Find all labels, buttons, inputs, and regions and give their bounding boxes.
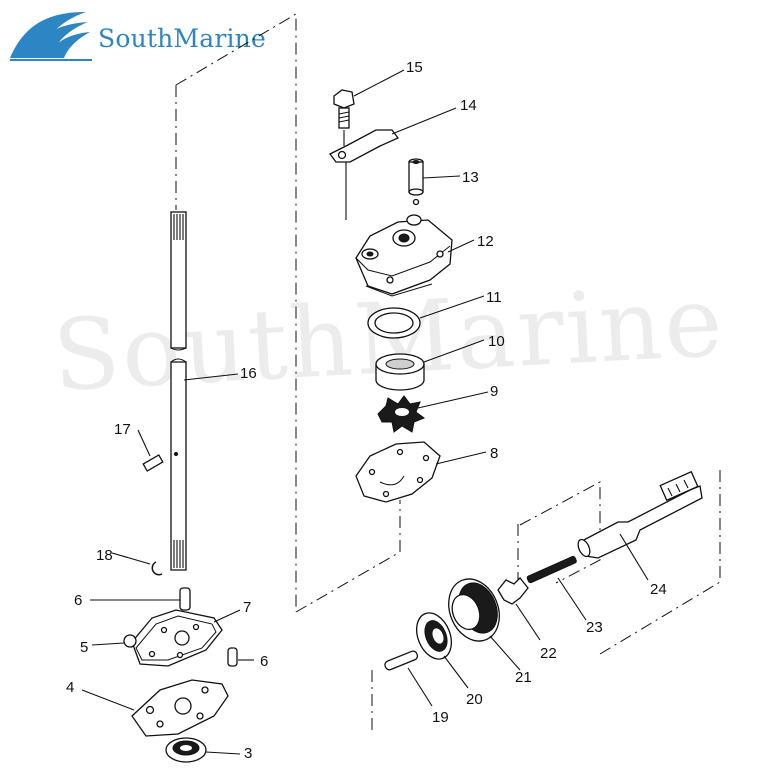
callout-14: 14: [460, 97, 477, 114]
callout-24: 24: [650, 581, 667, 598]
part-22-clutch: [497, 577, 541, 641]
part-8-wear-plate: [355, 441, 487, 503]
callout-23: 23: [586, 619, 603, 636]
wave-logo-icon: [10, 12, 92, 61]
callout-15: 15: [406, 59, 423, 76]
part-20-bearing: [416, 612, 469, 689]
part-23-spring: [526, 555, 587, 621]
callout-13: 13: [462, 169, 479, 186]
callout-6-lower: 6: [260, 653, 268, 670]
callout-10: 10: [488, 333, 505, 350]
callout-17: 17: [114, 421, 131, 438]
callout-9: 9: [490, 383, 498, 400]
part-19-pin: [384, 650, 433, 707]
part-11-o-ring: [367, 295, 485, 339]
part-16-drive-shaft: [170, 211, 239, 571]
part-13-tube: [408, 158, 461, 206]
callout-6-upper: 6: [74, 592, 82, 609]
part-21-gear: [448, 578, 521, 671]
part-4-gasket: [81, 679, 229, 737]
part-5-ball: [91, 634, 137, 648]
part-7-plate: [131, 609, 241, 667]
callout-22: 22: [540, 645, 557, 662]
part-3-bearing: [165, 737, 241, 763]
callout-3: 3: [244, 745, 252, 762]
callout-20: 20: [466, 691, 483, 708]
brand-name: SouthMarine: [98, 24, 266, 53]
callout-5: 5: [80, 639, 88, 656]
callout-19: 19: [432, 709, 449, 726]
callout-12: 12: [477, 233, 494, 250]
part-17-pin: [137, 429, 178, 472]
brand-logo: SouthMarine: [6, 6, 296, 66]
part-10-liner: [375, 339, 485, 391]
part-9-impeller: [377, 391, 489, 433]
callout-7: 7: [243, 599, 251, 616]
callout-4: 4: [66, 679, 74, 696]
part-6-dowel-lower: [227, 647, 254, 667]
callout-11: 11: [486, 289, 502, 306]
part-6-dowel-upper: [90, 587, 191, 611]
callout-8: 8: [490, 445, 498, 462]
part-24-propeller-shaft: [577, 470, 703, 581]
part-12-pump-housing: [355, 214, 475, 297]
part-18-clip: [111, 552, 163, 576]
callout-21: 21: [515, 669, 532, 686]
callout-18: 18: [96, 547, 113, 564]
callout-16: 16: [240, 365, 257, 382]
part-15-bolt: [333, 69, 405, 146]
part-14-bracket: [329, 107, 457, 220]
